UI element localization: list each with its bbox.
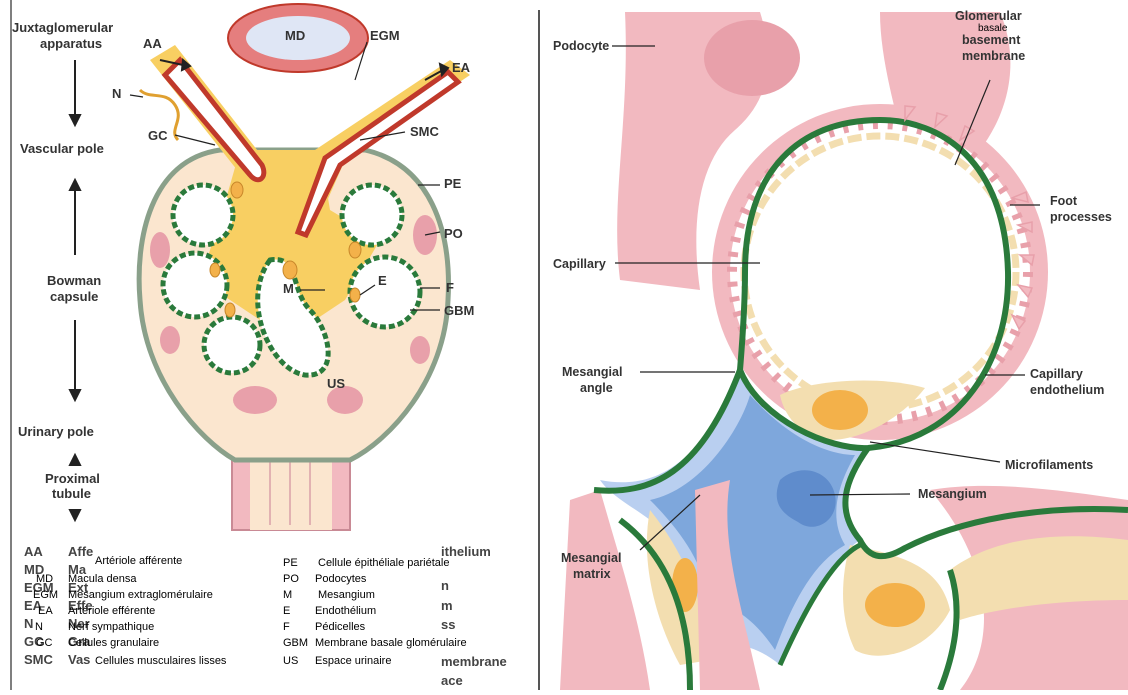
label-capsule: capsule [50,289,98,304]
label-smc: SMC [410,124,440,139]
podocyte-nucleus [704,20,800,96]
label-capillary: Capillary [553,257,606,271]
capillary-lumen [752,144,1008,400]
label-bowman: Bowman [47,273,101,288]
label-aa: AA [143,36,162,51]
label-mesangial-matrix-2: matrix [573,567,611,581]
svg-text:m: m [441,598,453,613]
svg-text:Pédicelles: Pédicelles [315,621,366,633]
label-us: US [327,376,345,391]
label-n: N [112,86,121,101]
svg-text:ace: ace [441,673,463,688]
label-mesangial-angle-2: angle [580,381,613,395]
label-mesangial-matrix-1: Mesangial [561,551,621,565]
label-mesangial-angle-1: Mesangial [562,365,622,379]
capillary-illustration [560,12,1128,690]
svg-text:Artériole afférente: Artériole afférente [95,555,182,567]
svg-text:EA: EA [38,605,53,617]
label-podocyte: Podocyte [553,39,609,53]
label-urinary-pole: Urinary pole [18,424,94,439]
label-f: F [446,280,454,295]
svg-text:N: N [35,621,43,633]
label-microfilaments: Microfilaments [1005,458,1093,472]
svg-text:PE: PE [283,557,298,569]
svg-text:Mesangium: Mesangium [318,589,375,601]
svg-text:Cellules granulaire: Cellules granulaire [68,637,159,649]
svg-text:GBM: GBM [283,637,308,649]
svg-text:N: N [24,616,33,631]
svg-text:Macula densa: Macula densa [68,573,137,585]
svg-text:MD: MD [36,573,53,585]
label-membrane: membrane [962,49,1025,63]
label-e: E [378,273,387,288]
svg-text:US: US [283,655,298,667]
svg-text:EGM: EGM [33,589,58,601]
svg-text:Affe: Affe [68,544,93,559]
svg-text:ss: ss [441,617,455,632]
svg-text:E: E [283,605,290,617]
svg-text:Vas: Vas [68,652,90,667]
legend-left-column: Artériole afférente MD Macula densa EGM … [33,555,227,667]
label-pe: PE [444,176,462,191]
svg-text:Endothélium: Endothélium [315,605,376,617]
svg-text:M: M [283,589,292,601]
svg-text:Nerf sympathique: Nerf sympathique [68,621,154,633]
svg-text:SMC: SMC [24,652,54,667]
label-capillary-endothelium-1: Capillary [1030,367,1083,381]
renal-corpuscle-illustration [70,4,470,530]
svg-text:Cellules musculaires lisses: Cellules musculaires lisses [95,655,227,667]
svg-text:membrane: membrane [441,654,507,669]
svg-text:GC: GC [36,637,53,649]
label-ea: EA [452,60,471,75]
svg-text:Espace urinaire: Espace urinaire [315,655,391,667]
label-md: MD [285,28,305,43]
label-tubule: tubule [52,486,91,501]
svg-text:F: F [283,621,290,633]
label-vascular-pole: Vascular pole [20,141,104,156]
label-foot: Foot [1050,194,1078,208]
svg-text:Podocytes: Podocytes [315,573,367,585]
label-apparatus: apparatus [40,36,102,51]
label-juxtaglomerular: Juxtaglomerular [12,20,113,35]
label-processes: processes [1050,210,1112,224]
label-m: M [283,281,294,296]
label-mesangium: Mesangium [918,487,987,501]
label-gc: GC [148,128,168,143]
label-basale: basale [978,23,1008,34]
label-basement: basement [962,33,1021,47]
legend-right-column: PE Cellule épithéliale pariétale PO Podo… [283,557,467,667]
label-po: PO [444,226,463,241]
svg-text:Artériole efférente: Artériole efférente [68,605,155,617]
svg-text:Mesangium extraglomérulaire: Mesangium extraglomérulaire [68,589,213,601]
svg-text:PO: PO [283,573,299,585]
svg-text:Membrane basale glomérulaire: Membrane basale glomérulaire [315,637,467,649]
svg-text:Cellule épithéliale pariétale: Cellule épithéliale pariétale [318,557,449,569]
label-capillary-endothelium-2: endothelium [1030,383,1104,397]
svg-text:AA: AA [24,544,43,559]
svg-text:n: n [441,578,449,593]
label-proximal: Proximal [45,471,100,486]
label-egm: EGM [370,28,400,43]
label-gbm: GBM [444,303,474,318]
label-glomerular: Glomerular [955,9,1022,23]
